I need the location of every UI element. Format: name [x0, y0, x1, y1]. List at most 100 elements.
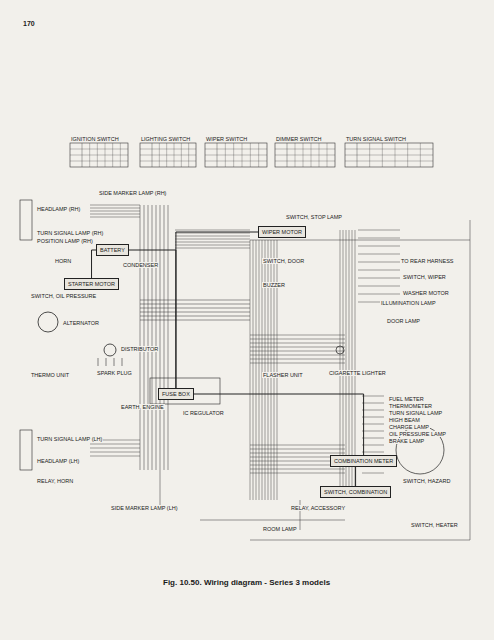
component-label: BRAKE LAMP — [388, 438, 425, 444]
wire — [358, 246, 400, 247]
wire — [90, 211, 140, 212]
wire — [175, 248, 250, 249]
wire — [70, 149, 128, 150]
component-label: SWITCH, STOP LAMP — [285, 214, 343, 220]
component-box: STARTER MOTOR — [64, 278, 119, 290]
component-name: STARTER MOTOR — [68, 281, 115, 287]
wire — [70, 161, 128, 162]
wire — [175, 242, 250, 243]
component-label: SIDE MARKER LAMP (RH) — [98, 190, 167, 196]
wire — [369, 143, 370, 167]
wire — [82, 143, 83, 167]
wire — [362, 445, 384, 446]
wire — [250, 351, 345, 352]
component-label: TURN SIGNAL LAMP (RH) — [36, 230, 104, 236]
component-label: WASHER MOTOR — [402, 290, 450, 296]
wire — [174, 143, 175, 167]
figure-caption: Fig. 10.50. Wiring diagram - Series 3 mo… — [163, 578, 330, 587]
fuse-block — [150, 378, 220, 404]
wire — [358, 238, 400, 239]
wire — [295, 143, 296, 167]
harness-wire — [355, 467, 356, 486]
component-label: ILLUMINATION LAMP — [380, 300, 437, 306]
lighter-symbol — [336, 346, 344, 354]
wire — [168, 205, 169, 470]
wire — [358, 254, 400, 255]
wire — [188, 143, 189, 167]
wire — [205, 149, 267, 150]
component-label: CONDENSER — [122, 262, 159, 268]
wire — [112, 143, 113, 167]
component-label: ALTERNATOR — [62, 320, 100, 326]
wire — [217, 143, 218, 167]
wire — [250, 469, 345, 470]
component-label: HORN — [54, 258, 72, 264]
wire — [343, 230, 344, 490]
switch-table — [70, 143, 128, 167]
wire — [90, 205, 140, 206]
switch-table — [205, 143, 267, 167]
wire — [122, 358, 123, 366]
wire — [175, 236, 250, 237]
harness-wire — [194, 394, 364, 455]
wire — [362, 410, 384, 411]
wire — [355, 230, 356, 490]
wire — [250, 449, 345, 450]
wire — [250, 363, 345, 364]
wire — [98, 358, 99, 366]
wire — [358, 278, 400, 279]
wire — [140, 205, 141, 470]
wire — [200, 520, 345, 521]
wire — [346, 230, 347, 490]
wire — [345, 149, 433, 150]
wire — [90, 444, 140, 445]
wire — [140, 316, 250, 317]
wire — [357, 143, 358, 167]
wire — [358, 286, 400, 287]
wire — [105, 143, 106, 167]
harness-wire — [176, 232, 258, 388]
wire — [97, 143, 98, 167]
wire — [258, 143, 259, 167]
wire — [90, 214, 140, 215]
component-label: RELAY, HORN — [36, 478, 74, 484]
component-box: BATTERY — [96, 244, 129, 256]
component-label: TURN SIGNAL LAMP — [388, 410, 443, 416]
wire — [250, 445, 345, 446]
wire — [319, 143, 320, 167]
wire — [89, 143, 90, 167]
wire — [287, 143, 288, 167]
wire — [358, 294, 400, 295]
wire — [90, 456, 140, 457]
wire — [160, 205, 161, 470]
component-label: FLASHER UNIT — [262, 372, 304, 378]
component-label: SWITCH, HEATER — [410, 522, 459, 528]
component-label: DOOR LAMP — [386, 318, 421, 324]
wire — [166, 143, 167, 167]
wire — [160, 470, 161, 510]
wire — [250, 347, 345, 348]
wire — [120, 143, 121, 167]
component-name: BATTERY — [100, 247, 125, 253]
component-box: SWITCH, COMBINATION — [320, 486, 391, 498]
wire — [349, 230, 350, 490]
wire — [106, 358, 107, 366]
component-label: SPARK PLUG — [96, 370, 133, 376]
wire — [362, 424, 384, 425]
component-label: TO REAR HARNESS — [400, 258, 454, 264]
wire — [181, 143, 182, 167]
component-label: RELAY, ACCESSORY — [290, 505, 346, 511]
component-label: SWITCH, HAZARD — [402, 478, 451, 484]
wire — [345, 155, 433, 156]
wire — [140, 161, 196, 162]
wire — [140, 149, 196, 150]
wire — [175, 239, 250, 240]
wire — [407, 143, 408, 167]
wire — [395, 143, 396, 167]
wire — [90, 448, 140, 449]
wire — [250, 335, 345, 336]
component-label: HEADLAMP (LH) — [36, 458, 80, 464]
wire — [250, 359, 345, 360]
component-box: FUSE BOX — [158, 388, 194, 400]
switch-table — [345, 143, 433, 167]
